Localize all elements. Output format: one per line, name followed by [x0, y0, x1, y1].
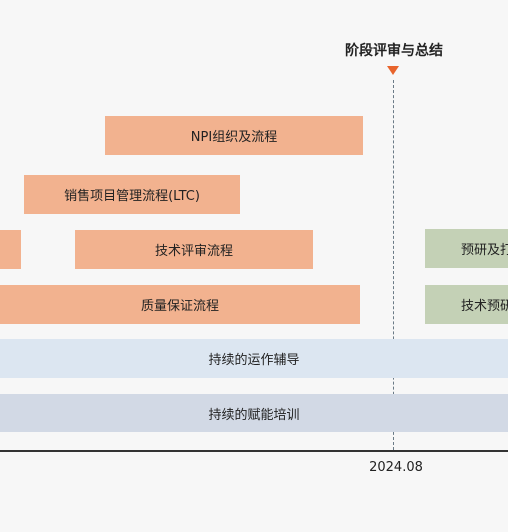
task-label-ltc: 销售项目管理流程(LTC): [64, 189, 200, 204]
task-label-tech-review: 技术评审流程: [154, 244, 233, 259]
task-bar-ltc: 销售项目管理流程(LTC): [24, 175, 240, 214]
task-bar-npi: NPI组织及流程: [105, 116, 363, 155]
task-label-tech-pre: 技术预研: [461, 299, 508, 314]
task-label-ops-support: 持续的运作辅导: [208, 353, 300, 368]
milestone-title: 阶段评审与总结: [345, 43, 443, 59]
axis-tick-label: 2024.08: [369, 460, 423, 475]
task-bar-quality: 质量保证流程: [0, 285, 360, 324]
milestone-marker-icon: [387, 66, 399, 75]
task-label-prestudy: 预研及打: [461, 243, 508, 258]
milestone-line: [393, 80, 394, 450]
task-label-npi: NPI组织及流程: [190, 130, 278, 145]
task-bar-prestudy: 预研及打: [425, 229, 508, 268]
task-bar-training: 持续的赋能培训: [0, 394, 508, 432]
task-bar-tech-pre: 技术预研: [425, 285, 508, 324]
task-label-quality: 质量保证流程: [140, 299, 219, 314]
task-bar-tech-review: 技术评审流程: [75, 230, 313, 269]
task-label-training: 持续的赋能培训: [208, 407, 300, 423]
task-bar-ops-support: 持续的运作辅导: [0, 339, 508, 378]
task-bar-partial: [0, 230, 21, 269]
time-axis: [0, 450, 508, 452]
